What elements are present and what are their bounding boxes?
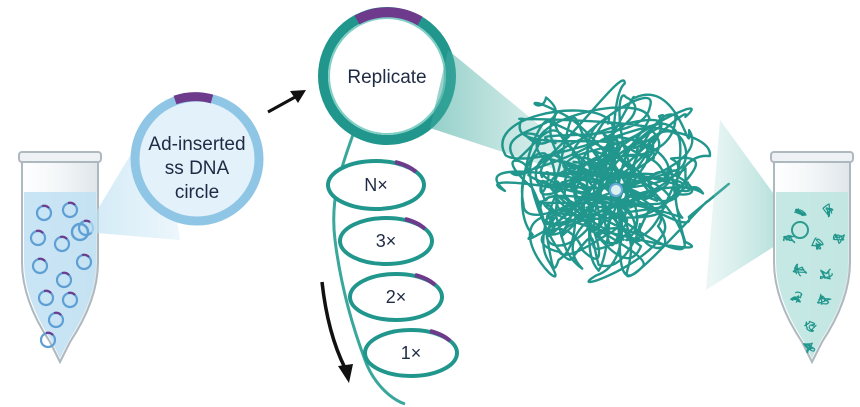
dna-nanoball-icon	[495, 79, 730, 284]
mini-nanoball-icon	[822, 203, 834, 218]
mini-nanoball-icon	[811, 237, 824, 250]
adapter-mark	[67, 291, 76, 296]
tube-blue-icon	[18, 151, 102, 365]
dna-strand-tangle	[816, 293, 832, 305]
adapter-mark	[35, 229, 44, 234]
dna-strand-tangle	[534, 116, 694, 250]
dna-strand-tangle	[794, 208, 807, 217]
arrow-right-icon	[267, 90, 306, 114]
mini-nanoball-icon	[816, 293, 832, 305]
adapter-mark	[43, 289, 52, 294]
arrow-down-icon	[320, 281, 353, 383]
circle-label-line3: circle	[175, 182, 219, 203]
nanoball-origin	[609, 183, 623, 197]
dna-strand-tangle	[803, 342, 816, 354]
dna-strand-tangle	[782, 234, 798, 244]
dna-strand-tangle	[811, 237, 824, 250]
replicate-circle: Replicate	[318, 7, 456, 145]
copy-2: 2×	[348, 272, 444, 322]
adapter-mark	[37, 257, 46, 262]
copy-2-label: 2×	[386, 287, 407, 307]
mini-nanoball-icon	[804, 320, 817, 332]
dna-strand-tangle	[832, 233, 845, 244]
copy-3-label: 3×	[376, 231, 397, 251]
adapter-mark	[45, 331, 54, 336]
adapter-mark	[81, 253, 90, 258]
tube-nanoballs	[782, 203, 845, 354]
adapter-mark	[41, 204, 50, 209]
dna-strand-tangle	[790, 291, 803, 303]
mini-nanoball-icon	[782, 234, 798, 244]
dna-strand-tangle	[822, 203, 834, 218]
circle-label-line2: ss DNA	[165, 158, 230, 179]
mini-nanoball-icon	[794, 208, 807, 217]
mini-nanoball-icon	[803, 342, 816, 354]
mini-nanoball-icon	[832, 233, 845, 244]
dna-strand-tangle	[792, 263, 808, 277]
mini-nanoball-icon	[792, 263, 808, 277]
adapter-mark	[59, 235, 68, 240]
mini-nanoball-icon	[790, 291, 803, 303]
adapter-mark	[67, 201, 76, 206]
copy-3: 3×	[338, 216, 434, 266]
mini-nanoball-icon	[819, 268, 833, 280]
zoom-target-ball	[791, 221, 809, 239]
adapter-mark	[53, 311, 62, 316]
dna-strand-tangle	[819, 268, 833, 280]
tube-teal-icon	[770, 151, 854, 365]
copy-n-label: N×	[364, 175, 388, 195]
ad-inserted-circle: Ad-inserted ss DNA circle	[130, 92, 264, 226]
zoom-source-circle	[70, 222, 90, 242]
zoom-beam-right	[706, 120, 800, 290]
copy-1: 1×	[363, 328, 459, 378]
circle-label-line1: Ad-inserted	[148, 134, 245, 155]
copy-n: N×	[326, 159, 426, 211]
replicate-label: Replicate	[347, 67, 426, 88]
dna-strand-tangle	[804, 320, 817, 332]
adapter-mark	[61, 271, 70, 276]
copy-1-label: 1×	[401, 343, 422, 363]
